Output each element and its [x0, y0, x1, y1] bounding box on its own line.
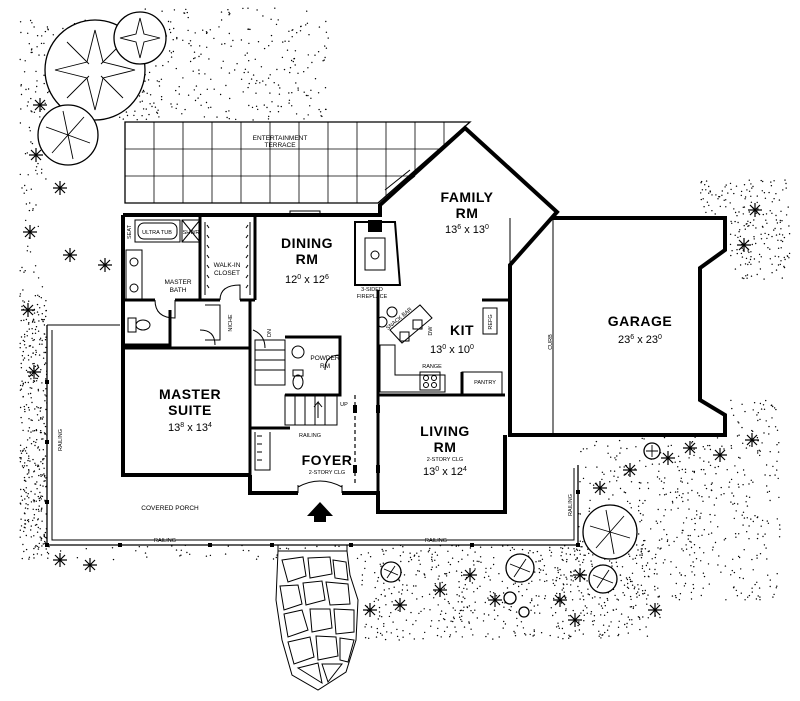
terrace-label-line2: TERRACE	[264, 142, 296, 149]
refrigerator-label: REFG	[488, 314, 494, 329]
exterior-walls	[121, 125, 727, 514]
railing-label: RAILING	[154, 538, 176, 544]
shrub-icon	[463, 568, 477, 582]
shrub-icon	[745, 433, 759, 447]
shrub-icon	[29, 148, 43, 162]
tree-icon	[505, 553, 535, 583]
tree-icon	[588, 564, 618, 594]
covered-porch: COVERED PORCH RAILING RAILING RAILING RA…	[45, 324, 580, 551]
tree-icon	[643, 442, 661, 460]
master-suite-label-line1: MASTER	[159, 386, 221, 402]
pantry-label: PANTRY	[474, 380, 496, 386]
fireplace-label-line1: 3-SIDED	[361, 287, 383, 293]
shrub-icon	[573, 568, 587, 582]
tree-icon	[37, 104, 99, 166]
shrub-icon	[433, 583, 447, 597]
down-stairs-label: DN	[267, 329, 273, 337]
railing-label: RAILING	[568, 494, 574, 516]
shrub-icon	[63, 248, 77, 262]
curb-label: CURB	[548, 334, 554, 350]
shrub-icon	[713, 448, 727, 462]
interior-walls	[123, 215, 510, 495]
family-rm-label-line2: RM	[456, 205, 479, 221]
shrub-icon	[648, 603, 662, 617]
ultra-tub-label: ULTRA TUB	[142, 230, 172, 236]
stair-railing-label: RAILING	[299, 433, 321, 439]
master-suite-label-line2: SUITE	[168, 402, 212, 418]
dining-rm-label-line1: DINING	[281, 235, 333, 251]
entry-arrow-icon	[307, 502, 333, 522]
living-rm-dimensions: 130 x 124	[423, 466, 467, 478]
shrub-icon	[568, 613, 582, 627]
snack-bar-label: SNACK BAR	[385, 307, 413, 332]
shrub-icon	[593, 481, 607, 495]
railing-label: RAILING	[425, 538, 447, 544]
range-label: RANGE	[422, 364, 442, 370]
up-stairs-label: UP	[340, 402, 348, 408]
fixtures	[125, 169, 554, 471]
shrub-icon	[23, 225, 37, 239]
walk-in-closet-label-line1: WALK-IN	[214, 262, 241, 269]
tree-icon	[113, 11, 167, 65]
tree-icon	[503, 591, 517, 605]
landscape-stipple	[19, 7, 791, 641]
garage-dimensions: 236 x 230	[618, 334, 662, 346]
kit-dimensions: 130 x 100	[430, 344, 474, 356]
walk-in-closet-label-line2: CLOSET	[214, 270, 240, 277]
shrub-icon	[33, 98, 47, 112]
shrub-icon	[27, 365, 41, 379]
terrace-label-line1: ENTERTAINMENT	[253, 135, 308, 142]
living-rm-note: 2-STORY CLG	[427, 457, 463, 463]
tree-icon	[380, 561, 402, 583]
living-rm-label-line1: LIVING	[420, 423, 470, 439]
shrub-icon	[737, 238, 751, 252]
seat-label: SEAT	[127, 224, 133, 239]
shrub-icon	[488, 593, 502, 607]
railing-label: RAILING	[58, 429, 64, 451]
shower-label: SHWR	[183, 230, 200, 236]
fireplace-label-line2: FIREPLACE	[357, 294, 388, 300]
shrub-icon	[393, 598, 407, 612]
powder-rm-label-line1: POWDER	[310, 355, 340, 362]
shrub-icon	[53, 181, 67, 195]
foyer-label: FOYER	[302, 452, 353, 468]
shrub-icon	[53, 553, 67, 567]
master-suite-dimensions: 138 x 134	[168, 422, 212, 434]
tree-icon	[582, 504, 638, 560]
shrub-icon	[98, 258, 112, 272]
foyer-note: 2-STORY CLG	[309, 470, 345, 476]
shrub-icon	[21, 303, 35, 317]
covered-porch-label: COVERED PORCH	[141, 505, 199, 512]
shrub-icon	[683, 441, 697, 455]
kit-label: KIT	[450, 322, 474, 338]
master-bath-label-line2: BATH	[170, 287, 187, 294]
niche-label: NICHE	[228, 314, 234, 331]
shrub-icons	[21, 98, 762, 627]
powder-rm-label-line2: RM	[320, 363, 330, 370]
garage-label: GARAGE	[608, 313, 672, 329]
shrub-icon	[748, 203, 762, 217]
living-rm-label-line2: RM	[434, 439, 457, 455]
shrub-icon	[83, 558, 97, 572]
shrub-icon	[661, 451, 675, 465]
family-rm-label-line1: FAMILY	[440, 189, 493, 205]
shrub-icon	[623, 463, 637, 477]
shrub-icon	[363, 603, 377, 617]
doors	[154, 210, 380, 493]
dining-rm-dimensions: 120 x 126	[285, 274, 329, 286]
entertainment-terrace: ENTERTAINMENT TERRACE	[124, 121, 472, 204]
dishwasher-label: DW	[428, 326, 434, 336]
shrub-icon	[553, 593, 567, 607]
stone-walkway	[275, 550, 359, 691]
tree-icon	[518, 606, 530, 618]
master-bath-label-line1: MASTER	[164, 279, 191, 286]
dining-rm-label-line2: RM	[296, 251, 319, 267]
family-rm-dimensions: 136 x 130	[445, 224, 489, 236]
